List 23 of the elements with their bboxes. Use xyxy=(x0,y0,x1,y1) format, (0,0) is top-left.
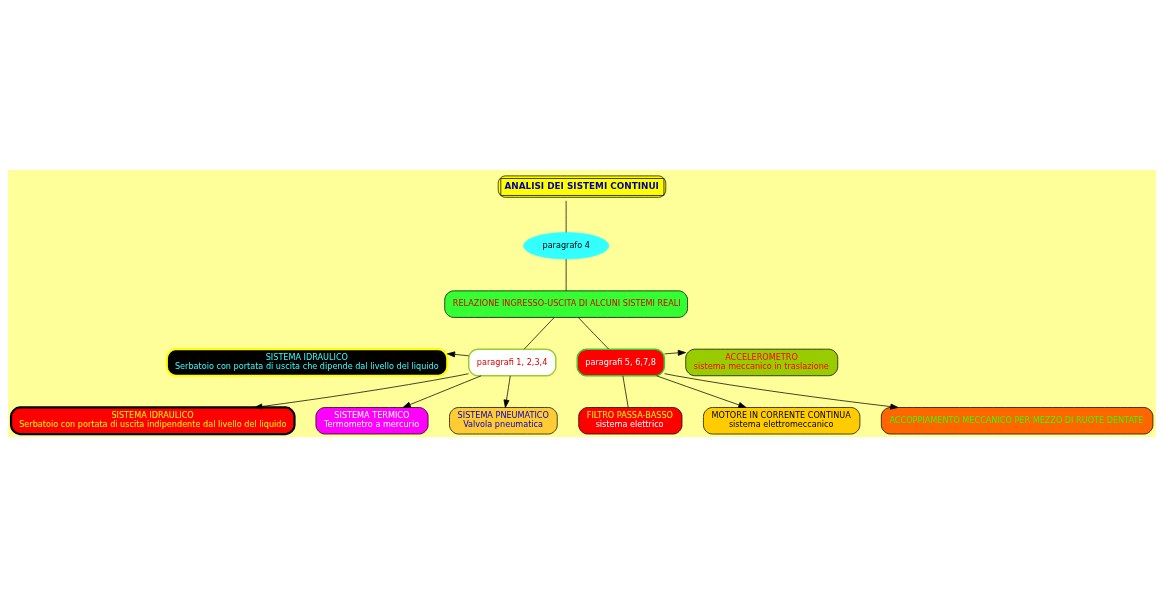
node-ellipse: paragrafo 4 xyxy=(523,231,610,259)
arrow xyxy=(664,372,899,410)
arrow xyxy=(254,372,469,409)
node-box: ACCELEROMETRO sistema meccanico in traslazione xyxy=(685,348,839,376)
node-box: RELAZIONE INGRESSO-USCITA DI ALCUNI SISTEMI REALI xyxy=(444,290,688,318)
arrow xyxy=(446,350,469,357)
connector xyxy=(577,316,610,349)
arrow xyxy=(656,374,747,408)
arrow xyxy=(664,349,686,356)
node-box: FILTRO PASSA-BASSO sistema elettrico xyxy=(578,406,683,434)
connector xyxy=(523,316,555,349)
node-box: SISTEMA PNEUMATICO Valvola pneumatica xyxy=(449,406,558,434)
node-box: ACCOPPIAMENTO MECCANICO PER MEZZO DI RUOTE DENTATE xyxy=(880,406,1154,434)
node-box: paragrafi 1, 2,3,4 xyxy=(467,347,557,376)
node-box: paragrafi 5, 6,7,8 xyxy=(576,347,666,376)
node-box: SISTEMA IDRAULICO Serbatoio con portata di uscita che dipende dal livello del liquido xyxy=(165,347,449,377)
connector xyxy=(565,258,567,291)
arrow xyxy=(503,374,511,408)
arrow xyxy=(402,374,482,408)
connector xyxy=(622,374,629,408)
diagram-title: ANALISI DEI SISTEMI CONTINUI xyxy=(504,180,659,191)
node-box: MOTORE IN CORRENTE CONTINUA sistema elettromeccanico xyxy=(703,406,861,434)
node-box: SISTEMA TERMICO Termometro a mercurio xyxy=(315,406,429,434)
